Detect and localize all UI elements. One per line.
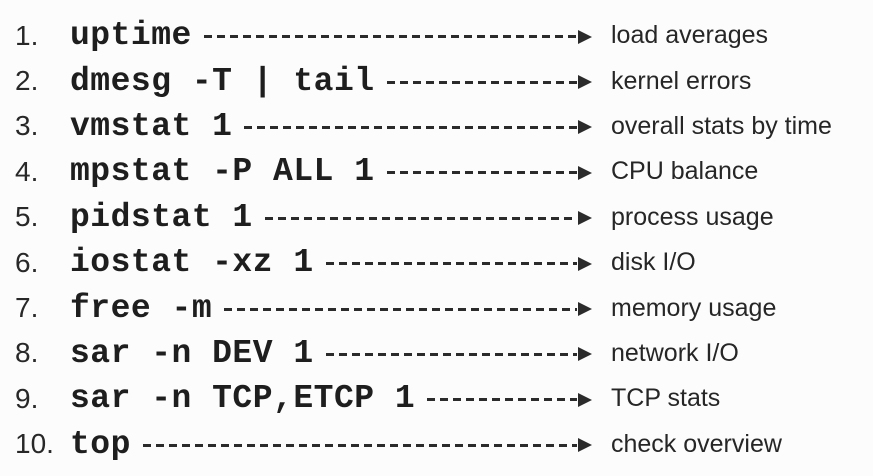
dashed-line: [244, 125, 577, 129]
item-command: sar -n DEV 1: [70, 334, 314, 372]
item-description: network I/O: [611, 338, 739, 367]
dashed-line: [325, 352, 577, 356]
dashed-arrow: [264, 211, 592, 226]
item-command: free -m: [70, 289, 213, 327]
list-item: 9. sar -n TCP,ETCP 1 TCP stats: [15, 376, 861, 421]
item-number: 8.: [15, 337, 39, 369]
item-description: TCP stats: [611, 384, 721, 413]
item-description: overall stats by time: [611, 111, 832, 140]
list-item: 8. sar -n DEV 1 network I/O: [15, 331, 861, 376]
item-number: 10.: [15, 428, 54, 460]
item-description: check overview: [611, 429, 782, 458]
item-command: vmstat 1: [70, 107, 233, 145]
dashed-arrow: [325, 256, 592, 271]
item-description: memory usage: [611, 293, 777, 322]
arrowhead-icon: [578, 29, 592, 44]
list-item: 4. mpstat -P ALL 1 CPU balance: [15, 149, 861, 194]
dashed-arrow: [427, 392, 592, 407]
command-list: 1. uptime load averages 2. dmesg -T | ta…: [15, 13, 861, 467]
item-number: 6.: [15, 246, 39, 278]
item-number: 7.: [15, 292, 39, 324]
list-item: 7. free -m memory usage: [15, 285, 861, 330]
arrowhead-icon: [578, 75, 592, 90]
item-description: kernel errors: [611, 66, 752, 95]
dashed-arrow: [142, 438, 592, 453]
list-item: 6. iostat -xz 1 disk I/O: [15, 240, 861, 285]
dashed-line: [264, 216, 577, 220]
item-command: iostat -xz 1: [70, 244, 314, 282]
item-description: disk I/O: [611, 248, 696, 277]
dashed-line: [203, 35, 577, 39]
arrowhead-icon: [578, 438, 592, 453]
item-number: 4.: [15, 155, 39, 187]
list-item: 5. pidstat 1 process usage: [15, 195, 861, 240]
arrowhead-icon: [578, 302, 592, 317]
dashed-arrow: [325, 347, 592, 362]
list-item: 10. top check overview: [15, 422, 861, 467]
item-command: sar -n TCP,ETCP 1: [70, 380, 416, 418]
list-item: 3. vmstat 1 overall stats by time: [15, 104, 861, 149]
item-number: 5.: [15, 201, 39, 233]
list-item: 2. dmesg -T | tail kernel errors: [15, 58, 861, 103]
arrowhead-icon: [578, 256, 592, 271]
item-command: mpstat -P ALL 1: [70, 153, 375, 191]
dashed-arrow: [203, 29, 592, 44]
dashed-line: [142, 443, 577, 447]
list-item: 1. uptime load averages: [15, 13, 861, 58]
item-number: 3.: [15, 110, 39, 142]
item-description: load averages: [611, 21, 769, 50]
item-description: process usage: [611, 202, 774, 231]
item-number: 9.: [15, 382, 39, 414]
item-command: dmesg -T | tail: [70, 62, 375, 100]
arrowhead-icon: [578, 211, 592, 226]
dashed-arrow: [244, 120, 592, 135]
item-number: 1.: [15, 19, 39, 51]
item-description: CPU balance: [611, 157, 759, 186]
dashed-line: [386, 171, 577, 175]
dashed-line: [427, 398, 577, 402]
dashed-line: [224, 307, 577, 311]
dashed-arrow: [386, 75, 592, 90]
arrowhead-icon: [578, 165, 592, 180]
arrowhead-icon: [578, 392, 592, 407]
item-command: uptime: [70, 17, 192, 55]
arrowhead-icon: [578, 120, 592, 135]
dashed-arrow: [224, 302, 592, 317]
item-number: 2.: [15, 65, 39, 97]
item-command: pidstat 1: [70, 198, 253, 236]
arrowhead-icon: [578, 347, 592, 362]
dashed-line: [386, 80, 577, 84]
dashed-arrow: [386, 165, 592, 180]
item-command: top: [70, 425, 131, 463]
dashed-line: [325, 262, 577, 266]
